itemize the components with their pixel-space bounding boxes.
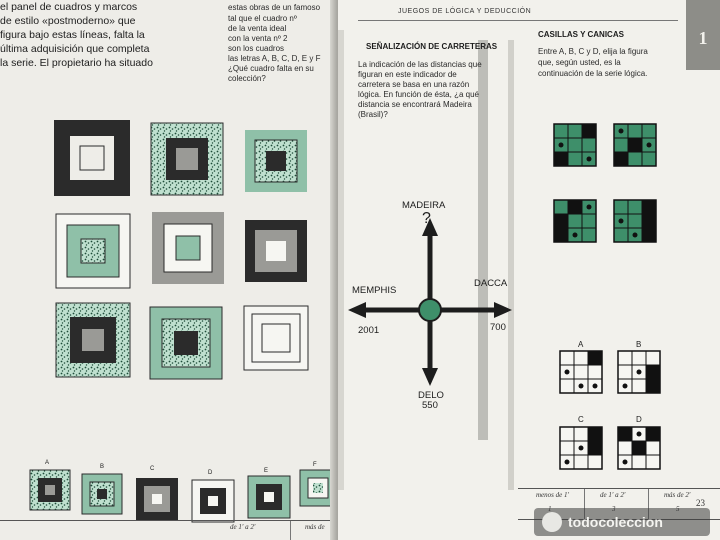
frames-grid <box>54 120 309 380</box>
memphis-value: 2001 <box>358 325 380 336</box>
option-label: B <box>100 464 105 470</box>
option-label: D <box>208 470 213 476</box>
dacca-label: DACCA <box>474 278 508 289</box>
arrow-south-icon <box>422 368 438 386</box>
frame-r1c3 <box>245 130 307 192</box>
table-cell: menos de 1' <box>536 491 569 499</box>
frame-r3c3 <box>243 305 309 371</box>
road-title: SEÑALIZACIÓN DE CARRETERAS <box>366 42 498 51</box>
text-line: lógica. En función de ésta, ¿a qué <box>358 90 479 99</box>
text-line: son los cuadros <box>228 44 285 53</box>
memphis-label: MEMPHIS <box>352 285 397 296</box>
arrow-east-icon <box>494 302 512 318</box>
option-label: F <box>313 462 317 468</box>
left-page: el panel de cuadros y marcos de estilo «… <box>0 0 338 540</box>
text-line: distancia se encontrará Madeira <box>358 100 472 109</box>
sequence-grid-2 <box>613 123 657 167</box>
option-b[interactable] <box>81 473 123 515</box>
text-line: La indicación de las distancias que <box>358 60 482 69</box>
right-page: JUEGOS DE LÓGICA Y DEDUCCIÓN 1 SEÑALIZAC… <box>338 0 720 540</box>
option-label: C <box>150 466 155 472</box>
madeira-value: ? <box>422 210 431 227</box>
watermark-text: todocoleccion <box>568 514 663 530</box>
marbles-title: CASILLAS Y CANICAS <box>538 30 624 39</box>
delo-value: 550 <box>422 400 438 411</box>
frame-r1c2 <box>150 122 224 196</box>
option-label: B <box>636 340 642 349</box>
left-margin-bar <box>338 30 344 490</box>
option-e[interactable] <box>247 475 291 519</box>
option-label: A <box>578 340 584 349</box>
table-divider <box>290 521 291 540</box>
text-line: de estilo «postmoderno» que <box>0 15 136 27</box>
text-line: (Brasil)? <box>358 110 388 119</box>
table-cell: de 1' a 2' <box>230 523 256 531</box>
center-circle-icon <box>418 298 442 322</box>
option-label: D <box>636 415 642 424</box>
sequence-grid-1 <box>553 123 597 167</box>
marble-sequence <box>553 123 657 243</box>
chapter-number: 1 <box>698 28 708 48</box>
text-line: última adquisición que completa <box>0 43 150 55</box>
frame-r2c3 <box>245 220 307 282</box>
column-divider-bar <box>478 40 488 440</box>
text-line: Entre A, B, C y D, elija la figura <box>538 47 648 56</box>
arrow-west-icon <box>348 302 366 318</box>
text-line: con la venta nº 2 <box>228 34 288 43</box>
text-line: la serie. El propietario ha situado <box>0 57 153 69</box>
frame-r3c1 <box>55 302 131 378</box>
option-label: A <box>45 460 50 466</box>
frame-r2c1 <box>55 213 131 289</box>
option-a[interactable] <box>29 469 71 511</box>
frame-r3c2 <box>149 306 223 380</box>
option-frames <box>29 469 337 523</box>
table-divider <box>584 489 585 519</box>
madeira-label: MADEIRA <box>402 200 446 211</box>
right-column-bar <box>508 40 514 490</box>
option-c-grid[interactable] <box>559 426 603 470</box>
marble-options <box>559 350 661 470</box>
option-a-grid[interactable] <box>559 350 603 394</box>
watermark-logo-icon <box>542 512 562 532</box>
text-line: carretera se basa en una razón <box>358 80 470 89</box>
text-line: las letras A, B, C, D, E y F <box>228 54 321 63</box>
table-cell: de 1' a 2' <box>600 491 626 499</box>
text-line: figura bajo estas líneas, falta la <box>0 29 145 41</box>
table-cell: más de <box>305 523 325 531</box>
text-line: el panel de cuadros y marcos <box>0 1 138 13</box>
text-line: colección? <box>228 74 266 83</box>
text-line: continuación de la serie lógica. <box>538 69 648 78</box>
delo-label: DELO <box>418 390 444 401</box>
option-d-grid[interactable] <box>617 426 661 470</box>
text-line: ¿Qué cuadro falta en su <box>228 64 314 73</box>
option-d[interactable] <box>191 479 235 523</box>
arrow-north-icon <box>422 218 438 236</box>
page-header: JUEGOS DE LÓGICA Y DEDUCCIÓN <box>398 8 532 15</box>
page-number: 23 <box>696 498 705 508</box>
table-divider <box>648 489 649 519</box>
header-rule <box>358 20 678 21</box>
road-sign-diagram <box>348 218 512 386</box>
chapter-tab <box>686 0 720 70</box>
watermark-badge: todocoleccion <box>534 508 710 536</box>
option-label: E <box>264 468 269 474</box>
text-line: estas obras de un famoso <box>228 3 321 12</box>
sequence-grid-4 <box>613 199 657 243</box>
option-label: C <box>578 415 584 424</box>
option-b-grid[interactable] <box>617 350 661 394</box>
dacca-value: 700 <box>490 322 506 333</box>
option-c[interactable] <box>136 478 178 520</box>
text-line: de la venta ideal <box>228 24 287 33</box>
frame-r1c1 <box>54 120 130 196</box>
score-table-left: de 1' a 2' más de <box>0 520 338 540</box>
text-line: figuran en este indicador de <box>358 70 457 79</box>
text-line: tal que el cuadro nº <box>228 14 297 23</box>
frame-r2c2 <box>152 212 224 284</box>
sequence-grid-3 <box>553 199 597 243</box>
table-cell: más de 2' <box>664 491 691 499</box>
text-line: que, según usted, es la <box>538 58 621 67</box>
